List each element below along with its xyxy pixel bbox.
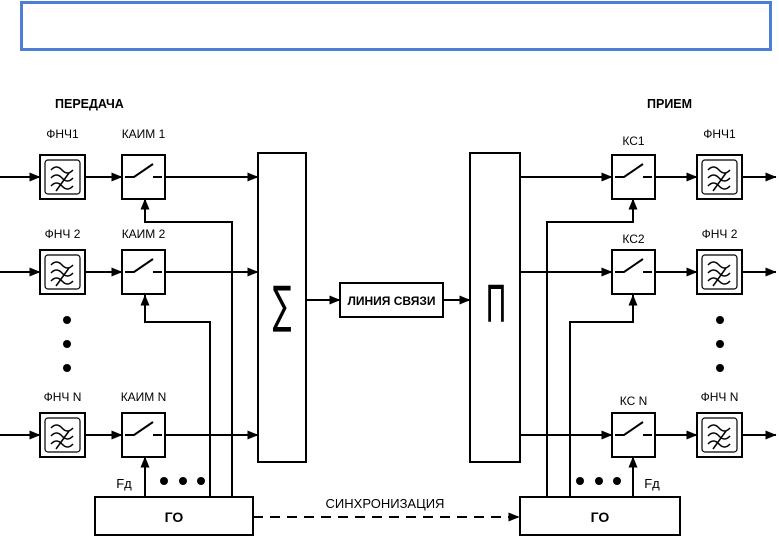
lowpass-filter-label: ФНЧ1 (46, 127, 79, 141)
transmit-channel-2: ФНЧ 2 КАИМ 2 (0, 227, 259, 295)
control-line-switch-1 (546, 198, 638, 497)
ellipsis-dot (595, 477, 603, 485)
adder-block (257, 152, 307, 463)
lowpass-filter-label: ФНЧ N (44, 390, 82, 404)
lowpass-filter-box (696, 249, 743, 295)
control-line-sampler-2 (140, 294, 211, 497)
transmit-channel-1: ФНЧ1 КАИМ 1 (0, 127, 259, 200)
lowpass-filter-label: ФНЧ N (701, 390, 739, 404)
lowpass-filter-box (39, 412, 86, 458)
sum-symbol: ∑ (273, 275, 292, 334)
transmit-channel-n: ФНЧ N КАИМ N (0, 390, 259, 458)
sampling-frequency-label: Fд (644, 476, 660, 491)
synchronization-label: СИНХРОНИЗАЦИЯ (326, 496, 445, 511)
lowpass-filter-box (696, 412, 743, 458)
sampler-label: КАИМ 2 (122, 227, 166, 241)
transmit-generator-label: ГО (165, 509, 184, 525)
lowpass-filter-box (39, 249, 86, 295)
receive-generator-box (519, 496, 681, 536)
ellipsis-dot (716, 364, 724, 372)
channel-switch-label: КС2 (622, 232, 645, 246)
control-line-sampler-1 (140, 198, 233, 497)
channel-switch-label: КС N (620, 394, 648, 408)
demux-symbol: П (485, 275, 506, 334)
ellipsis-dot (716, 316, 724, 324)
receive-channel-1: КС1 ФНЧ1 (520, 127, 777, 200)
demux-block (469, 152, 521, 463)
lowpass-filter-label: ФНЧ 2 (702, 227, 738, 241)
ellipsis-dot (716, 340, 724, 348)
receive-channel-n: КС N ФНЧ N (520, 390, 777, 458)
lowpass-filter-box (39, 154, 86, 200)
transmit-title: ПЕРЕДАЧА (55, 97, 124, 111)
communication-line-box (339, 282, 444, 318)
receive-title: ПРИЕМ (647, 97, 692, 111)
lowpass-filter-box (696, 154, 743, 200)
receive-channel-2: КС2 ФНЧ 2 (520, 227, 777, 295)
lowpass-filter-label: ФНЧ 2 (45, 227, 81, 241)
sampler-label: КАИМ N (121, 390, 167, 404)
sampler-label: КАИМ 1 (122, 127, 166, 141)
ellipsis-dot (63, 364, 71, 372)
header-box (20, 1, 772, 51)
communication-line-label: ЛИНИЯ СВЯЗИ (347, 294, 435, 308)
ellipsis-dot (613, 477, 621, 485)
ellipsis-dot (179, 477, 187, 485)
channel-switch-label: КС1 (622, 134, 645, 148)
ellipsis-dot (160, 477, 168, 485)
control-line-switch-2 (569, 294, 638, 497)
lowpass-filter-label: ФНЧ1 (703, 127, 736, 141)
ellipsis-dot (63, 340, 71, 348)
ellipsis-dot (576, 477, 584, 485)
ellipsis-dot (63, 316, 71, 324)
ellipsis-dot (197, 477, 205, 485)
sampling-frequency-label: Fд (116, 476, 132, 491)
receive-generator-label: ГО (591, 509, 610, 525)
